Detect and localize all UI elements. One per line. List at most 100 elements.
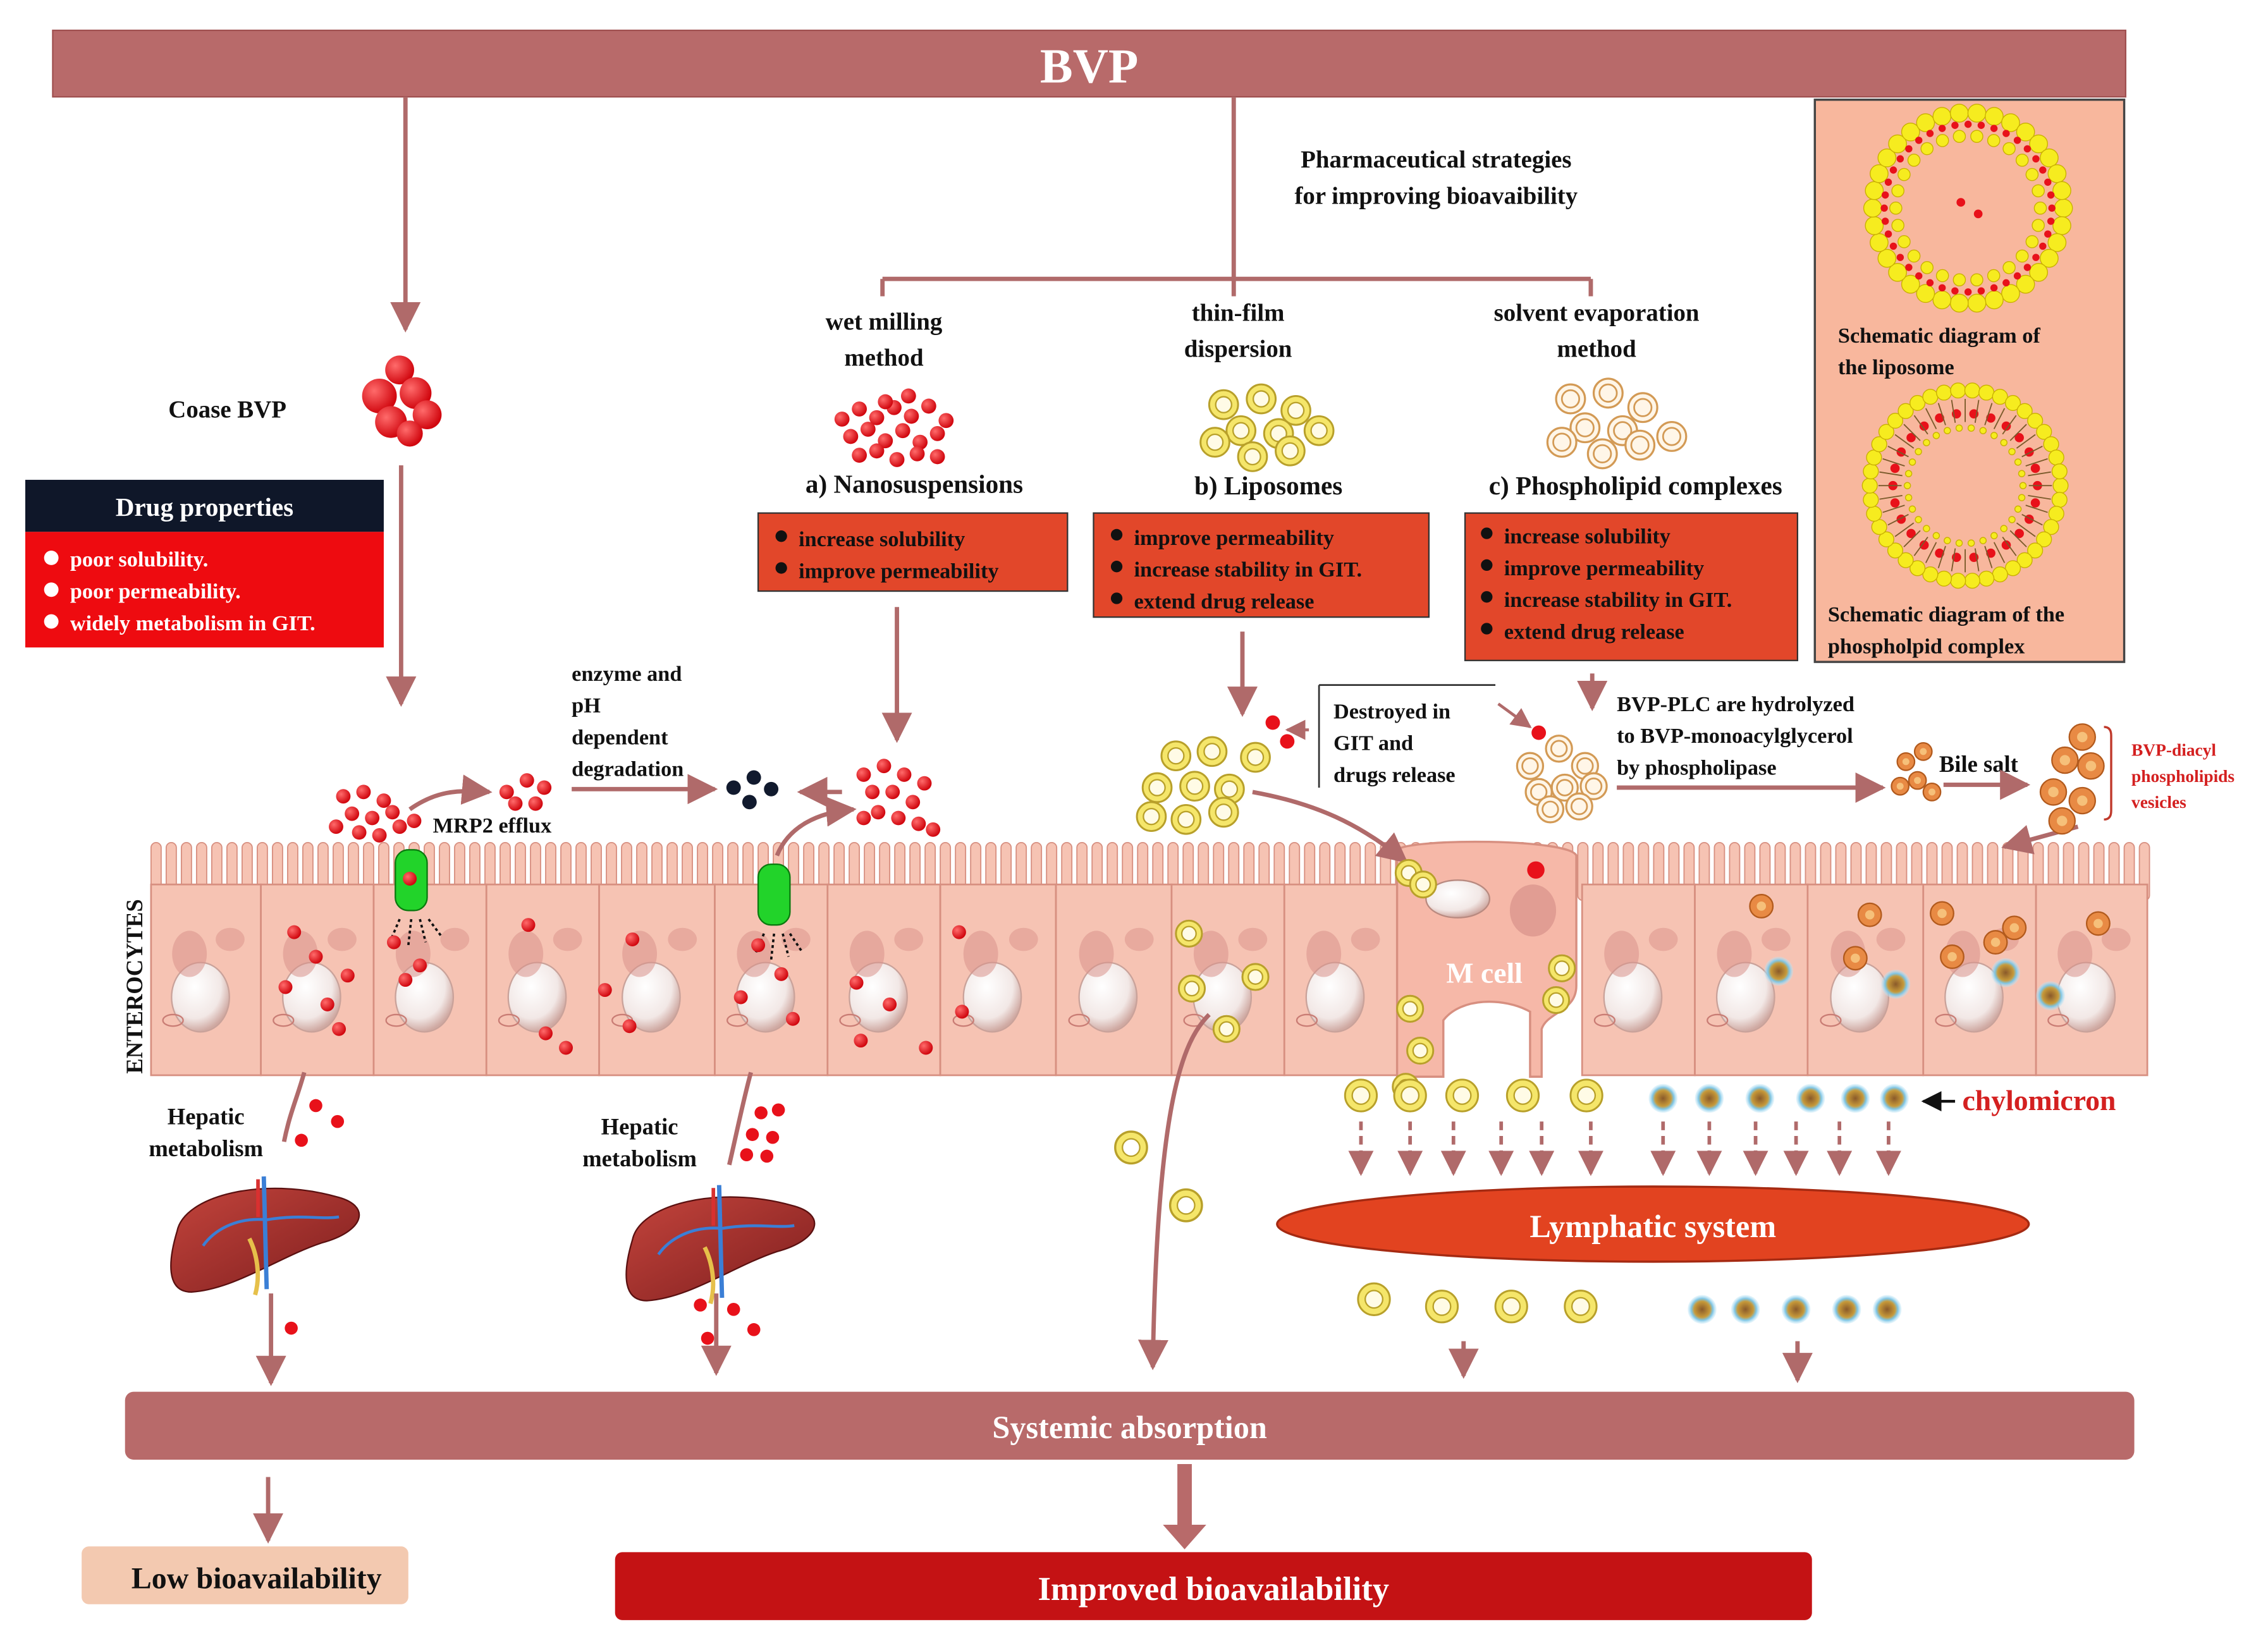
bilayer-head [2054, 198, 2073, 218]
diagram-title: BVP [1040, 39, 1138, 93]
drug-core [1973, 209, 1983, 219]
svg-text:increase stability in GIT.: increase stability in GIT. [1504, 588, 1732, 612]
low-bioavailability-box [82, 1546, 408, 1604]
bilayer-head [2002, 130, 2010, 137]
lipid-tail [1974, 400, 1980, 423]
enterocytes-label: ENTEROCYTES [121, 899, 147, 1073]
bile-salt-micelles [1891, 742, 1942, 802]
improved-bioavailability-label: Improved bioavailability [1038, 1571, 1389, 1608]
drug-properties-title: Drug properties [116, 492, 293, 522]
bilayer-head [1938, 125, 1946, 132]
free-liposomes [1114, 1130, 1203, 1223]
bilayer-head [1901, 274, 1920, 294]
bilayer-head [1897, 235, 1911, 248]
enterocyte-layer [150, 883, 2148, 1077]
drug-particle [407, 814, 422, 829]
bilayer-head [1897, 403, 1914, 419]
bilayer-head [2004, 560, 2021, 577]
bile-salt-label: Bile salt [1939, 751, 2019, 777]
arrow-lipo-to-m-cell [1252, 790, 1409, 864]
bilayer-head [1866, 449, 1882, 466]
bilayer-head [1932, 532, 1940, 540]
bilayer-head [1987, 269, 2001, 283]
title-bar [52, 29, 2126, 98]
chylomicron-particle [1832, 1295, 1861, 1324]
liposome-bg [1887, 127, 2049, 290]
complex-vesicle-inner [1633, 398, 1653, 417]
intracellular-particles [278, 858, 2111, 1101]
organelle [782, 927, 811, 951]
bilayer-head [1878, 424, 1894, 440]
drug-particle [952, 925, 966, 939]
mrp2-efflux-label: MRP2 efflux [433, 814, 552, 838]
bilayer-head [2025, 235, 2039, 248]
bilayer-head [2030, 463, 2040, 473]
bilayer-head [2052, 181, 2071, 200]
drug-core [1956, 198, 1966, 207]
drug-particle [598, 983, 612, 998]
liposome-core [1180, 925, 1197, 942]
lymph-transport-arrows [1348, 1121, 1901, 1176]
bilayer-head [2048, 449, 2064, 466]
bilayer-head [1880, 204, 1888, 212]
complex-vesicle-inner [1570, 797, 1588, 815]
drug-particle [751, 938, 766, 953]
method-thin-film-1: thin-film [1192, 300, 1285, 327]
bilayer-head [2032, 155, 2040, 162]
bilayer-head [1992, 566, 2008, 583]
bilayer-head [1935, 384, 1952, 401]
bilayer-head [1926, 130, 1934, 137]
diacyl-core [1896, 783, 1904, 790]
bilayer-head [2014, 528, 2024, 539]
bilayer-head [1935, 570, 1952, 587]
golgi [1604, 931, 1640, 977]
bilayer-head [2044, 178, 2052, 186]
bilayer-head [1932, 107, 1952, 126]
liposome-core [1502, 1297, 1521, 1316]
organelle [553, 927, 582, 951]
portal-vein [261, 1176, 269, 1290]
coarse-bvp-particles [362, 355, 442, 447]
bilayer-head [1863, 492, 1879, 508]
liposome-core [1548, 992, 1564, 1008]
lipid-tail [1903, 424, 1921, 441]
liposome-core [1232, 422, 1250, 440]
liposome-core [1177, 810, 1195, 829]
vein-branch [266, 1215, 340, 1221]
drug-particle [849, 975, 864, 990]
drug-particle [356, 784, 371, 800]
bilayer-head [1985, 290, 2004, 310]
liposome-core [1401, 1085, 1420, 1105]
method-solvent-2: method [1557, 336, 1636, 363]
lipid-tail [2025, 504, 2048, 513]
hepatic-label-1b: metabolism [149, 1135, 263, 1161]
bilayer-head [1861, 477, 1878, 494]
organelle [668, 927, 697, 951]
hydrolysis-label-1: BVP-PLC are hydrolyzed [1617, 692, 1854, 716]
bilayer-head [1870, 164, 1889, 183]
bilayer-head [2008, 448, 2016, 456]
chylomicron-particle [1731, 1295, 1760, 1324]
bilayer-head [1919, 421, 1929, 431]
bilayer-head [2018, 494, 2026, 501]
systemic-absorption-bar [125, 1391, 2135, 1460]
liposome-core [1148, 779, 1166, 797]
label-nanosuspensions: a) Nanosuspensions [806, 470, 1023, 499]
organelle [1648, 927, 1678, 951]
diacyl-label-2: phospholipids [2131, 767, 2234, 786]
drug-particle [403, 872, 417, 886]
bilayer-head [2048, 204, 2056, 212]
bilayer-head [1967, 104, 1987, 123]
bilayer-head [1915, 272, 1923, 280]
enzyme-label-1: enzyme and [572, 662, 682, 686]
diacyl-core [1947, 952, 1957, 961]
bilayer-head [1916, 284, 1935, 303]
bilayer-head [2036, 531, 2052, 547]
chylomicron-particle [1688, 1295, 1717, 1324]
drug-particle [919, 1041, 933, 1055]
lipid-tail [2016, 522, 2036, 537]
diacyl-core [1937, 908, 1947, 919]
arrow-lipo-to-systemic [1137, 1013, 1211, 1370]
drug-particle [955, 1004, 969, 1019]
drug-particle [885, 784, 900, 800]
